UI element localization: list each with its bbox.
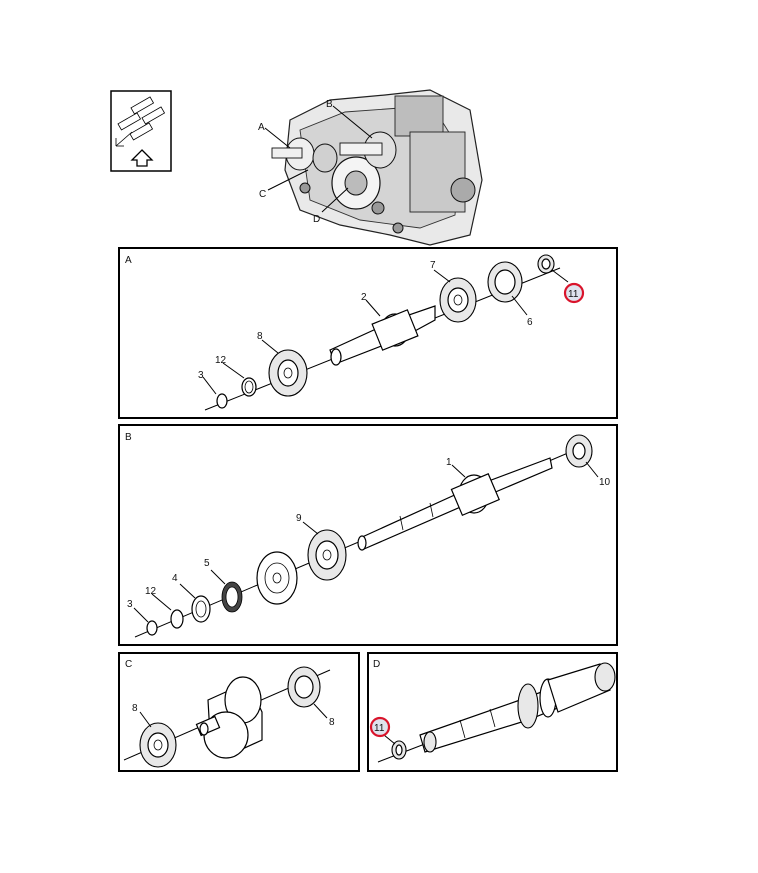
- panel-c-bearing-8-right: [287, 666, 321, 708]
- panel-a-highlight-ring: [563, 282, 585, 304]
- panel-c-gear-drum: [195, 676, 263, 759]
- callout-b-label: B: [326, 99, 333, 110]
- panel-b-washer-4: [191, 595, 211, 623]
- panel-a-seal-11: [537, 254, 555, 274]
- panel-a-frame: [118, 247, 618, 419]
- transmission-overview-image: [264, 89, 483, 246]
- panel-b-part-10: 10: [599, 477, 611, 488]
- callout-c-label: C: [259, 189, 266, 200]
- panel-a-part-7: 7: [430, 260, 436, 271]
- panel-b-bearing-large: [256, 551, 298, 605]
- panel-c-part-8-left: 8: [132, 703, 138, 714]
- panel-d-part-11: 11: [374, 723, 385, 734]
- panel-b-part-4: 4: [172, 573, 178, 584]
- panel-b-part-9: 9: [296, 513, 302, 524]
- panel-a-bearing-8: [268, 349, 308, 397]
- callout-a-label: A: [258, 122, 265, 133]
- panel-b-part-12: 12: [145, 586, 157, 597]
- panel-b-part-1: 1: [446, 457, 452, 468]
- panel-b-snap-ring-12: [170, 609, 184, 629]
- panel-b-part-5: 5: [204, 558, 210, 569]
- panel-a-bearing-7: [439, 277, 477, 323]
- panel-b-part-3: 3: [127, 599, 133, 610]
- panel-a-part-8: 8: [257, 331, 263, 342]
- panel-a-shaft: [329, 305, 436, 366]
- panel-c-label: C: [125, 659, 132, 670]
- panel-c-frame: [118, 652, 360, 772]
- panel-d-highlight-ring: [369, 716, 391, 738]
- panel-a-snap-ring-12: [241, 377, 257, 397]
- panel-d-frame: [367, 652, 618, 772]
- panel-b-bearing-10: [565, 434, 593, 468]
- panel-a-part-3: 3: [198, 370, 204, 381]
- panel-a-part-6: 6: [527, 317, 533, 328]
- panel-b-thrust-washer-5: [221, 581, 243, 613]
- panel-a-part-11: 11: [568, 289, 579, 300]
- panel-c-bearing-8-left: [139, 722, 177, 768]
- panel-b-snap-ring-3: [146, 620, 158, 636]
- panel-d-label: D: [373, 659, 380, 670]
- panel-a-label: A: [125, 255, 132, 266]
- panel-c-part-8-right: 8: [329, 717, 335, 728]
- panel-b-label: B: [125, 432, 132, 443]
- panel-a-bearing-6: [487, 261, 523, 303]
- orientation-arrow-icon: [110, 90, 172, 172]
- panel-d-seal-11: [391, 740, 407, 760]
- panel-b-shaft: [357, 457, 553, 551]
- panel-d-main-shaft: [419, 662, 616, 753]
- panel-a-snap-ring-3: [216, 393, 228, 409]
- panel-b-bearing-9: [307, 529, 347, 581]
- panel-a-part-12: 12: [215, 355, 227, 366]
- panel-b-frame: [118, 424, 618, 646]
- panel-a-part-2: 2: [361, 292, 367, 303]
- callout-d-label: D: [313, 214, 320, 225]
